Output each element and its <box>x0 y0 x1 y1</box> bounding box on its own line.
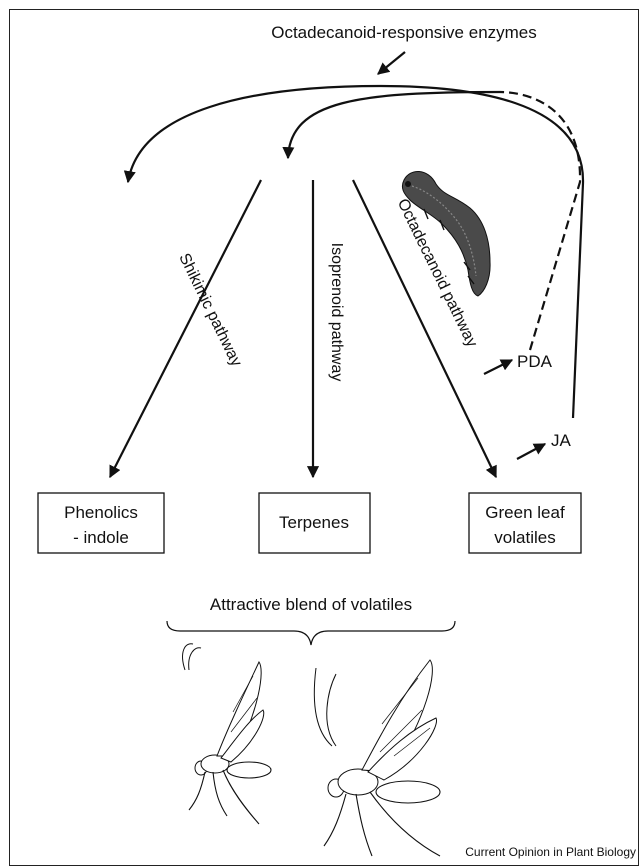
ja-feedback-curve <box>128 86 583 418</box>
phenolics-indole-box: Phenolics - indole <box>38 493 164 553</box>
blend-label: Attractive blend of volatiles <box>210 595 412 614</box>
pda-arrow <box>484 360 512 374</box>
terpene-induction-curve <box>288 92 500 158</box>
pda-feedback-dashed <box>500 92 580 350</box>
green-leaf-volatiles-box: Green leaf volatiles <box>469 493 581 553</box>
phenolics-label: Phenolics <box>64 503 138 522</box>
parasitic-wasp-illustration <box>183 644 271 824</box>
shikimic-pathway-arrow <box>110 180 261 477</box>
credit-label: Current Opinion in Plant Biology <box>465 845 636 859</box>
green-leaf-label: Green leaf <box>485 503 565 522</box>
pda-label: PDA <box>517 352 553 371</box>
ja-arrow <box>517 444 545 459</box>
terpenes-box: Terpenes <box>259 493 370 553</box>
volatiles-label: volatiles <box>494 528 555 547</box>
title: Octadecanoid-responsive enzymes <box>271 23 537 42</box>
isoprenoid-pathway-label: Isoprenoid pathway <box>328 243 345 382</box>
shikimic-pathway-label: Shikimic pathway <box>175 251 244 370</box>
blend-brace <box>167 621 455 645</box>
indole-label: - indole <box>73 528 129 547</box>
parasitic-wasp-illustration <box>314 660 440 856</box>
title-arrow <box>378 52 405 74</box>
terpenes-label: Terpenes <box>279 513 349 532</box>
ja-label: JA <box>551 431 572 450</box>
